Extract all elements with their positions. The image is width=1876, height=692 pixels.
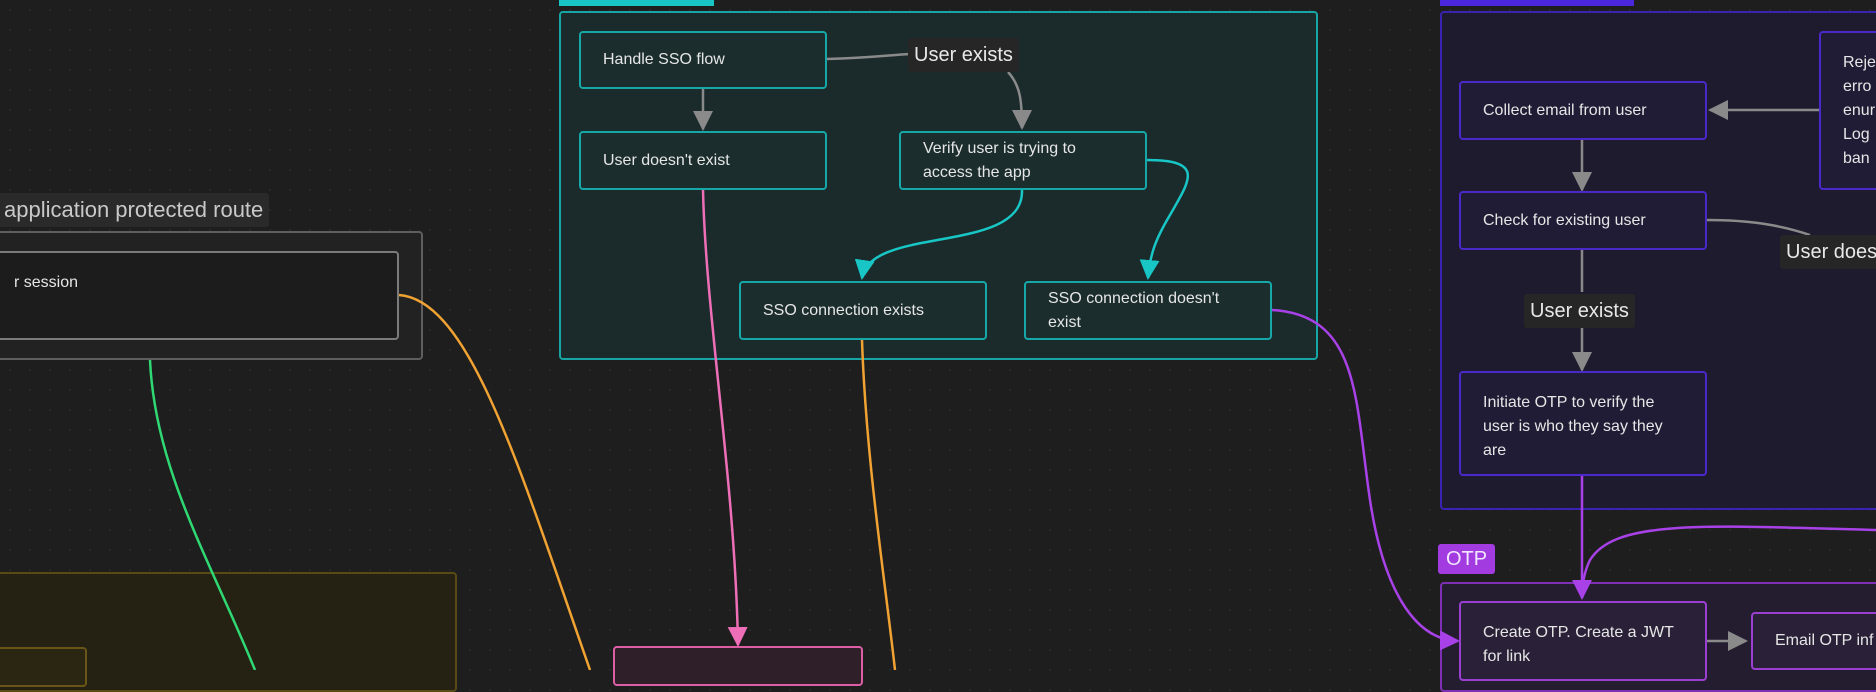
edge-user-exists-to-verify: [1007, 71, 1032, 130]
edge-check-to-user-does: [1706, 218, 1811, 237]
edge-from-right-to-create-otp: [1580, 525, 1876, 599]
edge-handle-to-user-exists: [826, 52, 911, 61]
session-node-text: r session: [14, 274, 79, 291]
sso-exists-text: SSO connection exists: [763, 301, 924, 319]
user-doesnt-exist-text: User doesn't exist: [603, 151, 730, 169]
initiate-otp-node[interactable]: Initiate OTP to verify the user is who t…: [1459, 371, 1707, 476]
edge-sso-not-exists-to-create-otp: [1271, 308, 1460, 651]
user-exists-label-top[interactable]: User exists: [908, 38, 1019, 72]
user-doesnt-exist-node[interactable]: User doesn't exist: [579, 131, 827, 190]
sso-not-exists-text: SSO connection doesn't exist: [1048, 289, 1220, 331]
pink-target-node[interactable]: [613, 646, 863, 686]
edge-sso-exists-orange: [860, 339, 897, 670]
reject-text: Reje erro enur Log ban: [1843, 54, 1876, 167]
session-node[interactable]: r session: [0, 251, 399, 340]
sso-not-exists-node[interactable]: SSO connection doesn't exist: [1024, 281, 1272, 340]
edge-verify-to-sso-not-exists: [1139, 158, 1189, 280]
handle-sso-node[interactable]: Handle SSO flow: [579, 31, 827, 89]
edges-layer: [148, 52, 1876, 670]
collect-email-text: Collect email from user: [1483, 101, 1647, 119]
otp-group-label[interactable]: OTP: [1438, 544, 1496, 574]
create-otp-text: Create OTP. Create a JWT for link: [1483, 624, 1674, 665]
edge-verify-to-sso-exists: [854, 189, 1024, 280]
yellow-inner-node[interactable]: [0, 647, 87, 687]
collect-email-node[interactable]: Collect email from user: [1459, 81, 1707, 140]
handle-sso-text: Handle SSO flow: [603, 51, 725, 68]
user-does-label[interactable]: User does: [1780, 235, 1876, 269]
create-otp-node[interactable]: Create OTP. Create a JWT for link: [1459, 601, 1707, 681]
verify-user-node[interactable]: Verify user is trying to access the app: [899, 131, 1147, 190]
edge-doesnt-exist-to-bottom: [701, 189, 748, 647]
sso-exists-node[interactable]: SSO connection exists: [739, 281, 987, 340]
edge-green: [148, 359, 257, 670]
registration-group-tab: [1440, 0, 1634, 6]
reject-node[interactable]: Reje erro enur Log ban: [1819, 31, 1876, 190]
protected-route-label[interactable]: application protected route: [0, 193, 270, 227]
email-otp-text: Email OTP inf: [1775, 632, 1874, 649]
initiate-otp-text: Initiate OTP to verify the user is who t…: [1483, 394, 1663, 459]
check-existing-text: Check for existing user: [1483, 211, 1646, 229]
sso-group-tab: [559, 0, 714, 6]
verify-user-text: Verify user is trying to access the app: [923, 139, 1076, 181]
check-existing-node[interactable]: Check for existing user: [1459, 191, 1707, 250]
email-otp-node[interactable]: Email OTP inf: [1751, 612, 1876, 670]
user-exists-label-mid[interactable]: User exists: [1524, 294, 1635, 328]
edge-session-orange: [398, 293, 592, 670]
